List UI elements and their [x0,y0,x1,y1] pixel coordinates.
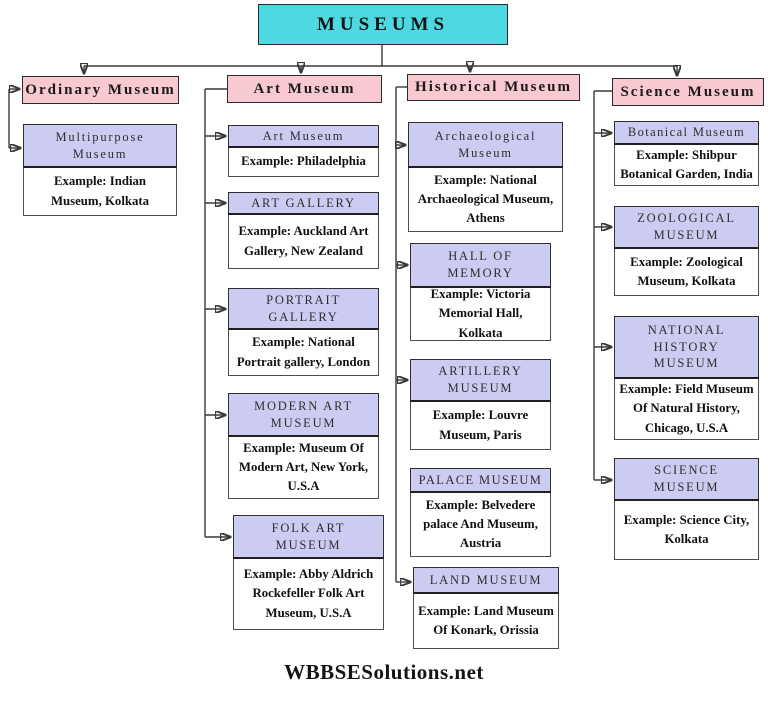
museum-example-text: Example: Zoological Museum, Kolkata [630,254,743,288]
node-artillery-museum: ARTILLERY MUSEUM Example: Louvre Museum,… [410,359,551,450]
branch-header-historical-museum: Historical Museum [407,74,580,101]
museum-example: Example: Zoological Museum, Kolkata [614,249,759,296]
node-land-museum: LAND MUSEUM Example: Land Museum Of Kona… [413,567,559,649]
museum-example: Example: Louvre Museum, Paris [410,402,551,450]
museum-example-text: Example: Land Museum Of Konark, Orissia [418,603,554,637]
museum-example: Example: Belvedere palace And Museum, Au… [410,493,551,557]
museum-type-text: Archaeological Museum [434,128,537,160]
root-node-museums: MUSEUMS [258,4,508,45]
museum-example-text: Example: Abby Aldrich Rockefeller Folk A… [243,567,374,620]
museum-example: Example: Auckland Art Gallery, New Zeala… [228,215,379,269]
museum-type-text: SCIENCE MUSEUM [653,463,720,494]
museum-type-label: PALACE MUSEUM [410,468,551,493]
museum-type-label: MODERN ART MUSEUM [228,393,379,437]
museum-example-text: Example: Indian Museum, Kolkata [50,174,150,208]
museum-type-label: Art Museum [228,125,379,148]
museum-type-label: ART GALLERY [228,192,379,215]
museum-type-text: ZOOLOGICAL MUSEUM [637,211,736,242]
museum-example: Example: Indian Museum, Kolkata [23,168,177,216]
node-modern-art-museum: MODERN ART MUSEUM Example: Museum Of Mod… [228,393,379,499]
museum-type-text: MODERN ART MUSEUM [254,398,353,430]
node-art-museum: Art Museum Example: Philadelphia [228,125,379,177]
node-art-gallery: ART GALLERY Example: Auckland Art Galler… [228,192,379,269]
museum-type-text: PALACE MUSEUM [418,472,543,487]
node-hall-of-memory: HALL OF MEMORY Example: Victoria Memoria… [410,243,551,341]
museum-example-text: Example: Science City, Kolkata [623,512,750,546]
museum-type-text: FOLK ART MUSEUM [271,520,346,552]
museum-type-text: ARTILLERY MUSEUM [438,364,523,395]
branch-header-art-museum: Art Museum [227,75,382,103]
museum-example: Example: Land Museum Of Konark, Orissia [413,594,559,649]
node-folk-art-museum: FOLK ART MUSEUM Example: Abby Aldrich Ro… [233,515,384,630]
museum-type-text: NATIONAL HISTORY MUSEUM [647,322,726,371]
museum-type-text: LAND MUSEUM [429,572,543,587]
museum-example: Example: Philadelphia [228,148,379,177]
museum-type-text: ART GALLERY [251,195,356,210]
museum-type-label: PORTRAIT GALLERY [228,288,379,330]
museum-type-label: ZOOLOGICAL MUSEUM [614,206,759,249]
museum-type-label: NATIONAL HISTORY MUSEUM [614,316,759,379]
museum-example: Example: Abby Aldrich Rockefeller Folk A… [233,559,384,630]
node-national-history-museum: NATIONAL HISTORY MUSEUM Example: Field M… [614,316,759,440]
museum-example-text: Example: Shibpur Botanical Garden, India [620,147,753,181]
museum-example: Example: National Portrait gallery, Lond… [228,330,379,376]
museum-example-text: Example: National Archaeological Museum,… [417,172,554,226]
museum-type-text: Art Museum [262,128,345,143]
node-multipurpose-museum: Multipurpose Museum Example: Indian Muse… [23,124,177,216]
museum-type-text: PORTRAIT GALLERY [266,292,341,324]
museum-type-text: Botanical Museum [627,125,746,140]
museum-example: Example: Shibpur Botanical Garden, India [614,145,759,186]
museum-example-text: Example: Philadelphia [241,154,366,169]
branch-header-ordinary-museum: Ordinary Museum [22,76,179,104]
museum-example-text: Example: Auckland Art Gallery, New Zeala… [238,224,369,258]
museum-example-text: Example: Museum Of Modern Art, New York,… [238,440,369,494]
museum-example-text: Example: Victoria Memorial Hall, Kolkata [430,287,531,340]
museum-example: Example: Victoria Memorial Hall, Kolkata [410,287,551,341]
museum-example-text: Example: National Portrait gallery, Lond… [236,335,371,369]
museum-example-text: Example: Field Museum Of Natural History… [619,382,754,435]
museum-type-label: LAND MUSEUM [413,567,559,594]
branch-header-science-museum: Science Museum [612,78,764,106]
museum-type-label: FOLK ART MUSEUM [233,515,384,559]
node-science-museum: SCIENCE MUSEUM Example: Science City, Ko… [614,458,759,560]
museum-example: Example: Field Museum Of Natural History… [614,379,759,440]
museum-type-text: HALL OF MEMORY [447,249,514,280]
museum-type-text: Multipurpose Museum [55,129,145,161]
node-portrait-gallery: PORTRAIT GALLERY Example: National Portr… [228,288,379,376]
museum-example: Example: National Archaeological Museum,… [408,168,563,232]
node-botanical-museum: Botanical Museum Example: Shibpur Botani… [614,121,759,186]
museum-type-label: ARTILLERY MUSEUM [410,359,551,402]
museum-type-label: Botanical Museum [614,121,759,145]
museum-type-label: HALL OF MEMORY [410,243,551,288]
node-archaeological-museum: Archaeological Museum Example: National … [408,122,563,232]
museum-type-label: Archaeological Museum [408,122,563,168]
museum-type-label: SCIENCE MUSEUM [614,458,759,501]
museum-example-text: Example: Belvedere palace And Museum, Au… [423,497,538,551]
museum-example-text: Example: Louvre Museum, Paris [432,408,529,442]
node-palace-museum: PALACE MUSEUM Example: Belvedere palace … [410,468,551,557]
museum-example: Example: Museum Of Modern Art, New York,… [228,437,379,499]
museum-type-label: Multipurpose Museum [23,124,177,168]
node-zoological-museum: ZOOLOGICAL MUSEUM Example: Zoological Mu… [614,206,759,296]
watermark-text: WBBSESolutions.net [284,660,484,684]
museum-example: Example: Science City, Kolkata [614,501,759,560]
